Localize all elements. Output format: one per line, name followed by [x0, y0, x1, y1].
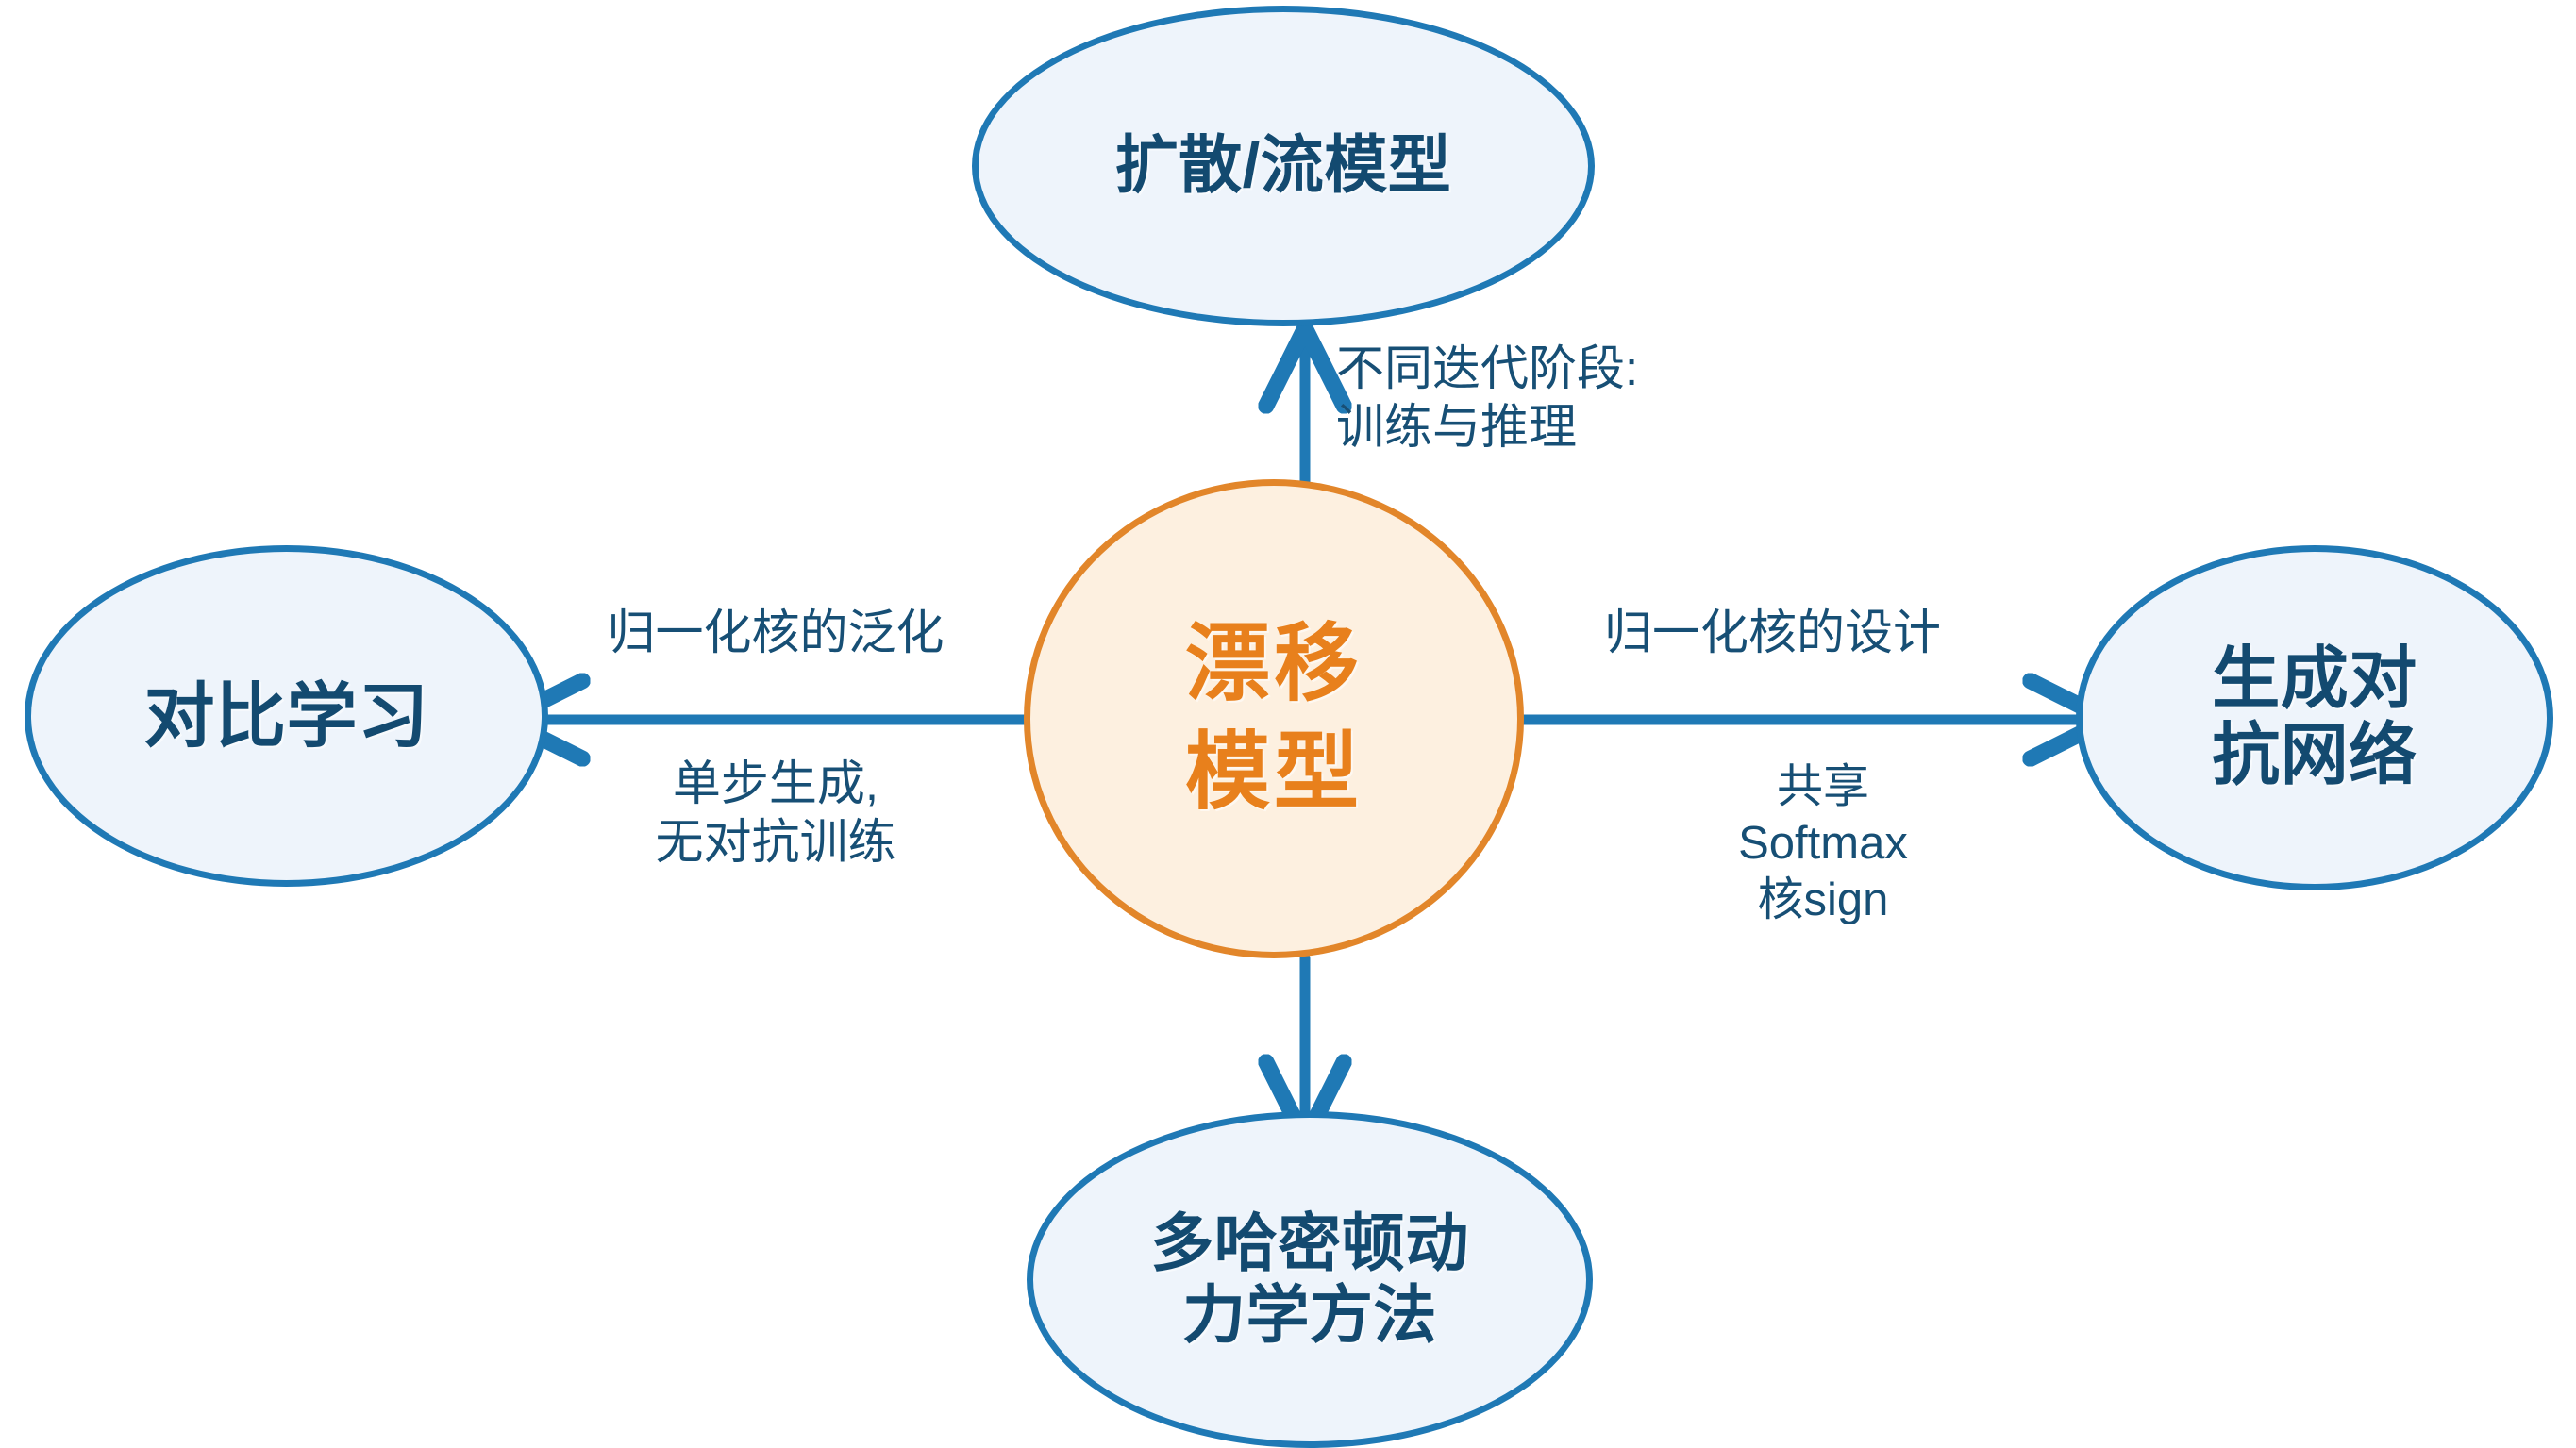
edge-label-center-to-top: 不同迭代阶段: 训练与推理: [1336, 341, 1639, 455]
node-label-center: 漂移 模型: [1185, 616, 1363, 820]
node-label-bottom: 多哈密顿动 力学方法: [1150, 1208, 1469, 1351]
node-drift-model[interactable]: 漂移 模型: [1024, 479, 1524, 958]
edge-label-center-to-right-below: 共享 Softmax 核sign: [1738, 761, 1908, 925]
node-contrastive-learning[interactable]: 对比学习: [25, 545, 548, 887]
edge-label-center-to-right-above: 归一化核的设计: [1604, 606, 1942, 659]
edge-label-center-to-left-below: 单步生成, 无对抗训练: [655, 757, 896, 870]
node-label-left: 对比学习: [143, 676, 429, 756]
node-label-top: 扩散/流模型: [1114, 130, 1452, 202]
node-diffusion-flow-model[interactable]: 扩散/流模型: [972, 6, 1595, 326]
edge-label-center-to-left-above: 归一化核的泛化: [607, 606, 945, 659]
node-multi-hamiltonian-dynamics[interactable]: 多哈密顿动 力学方法: [1027, 1111, 1593, 1448]
node-gan[interactable]: 生成对 抗网络: [2076, 545, 2553, 890]
node-label-right: 生成对 抗网络: [2212, 641, 2417, 793]
